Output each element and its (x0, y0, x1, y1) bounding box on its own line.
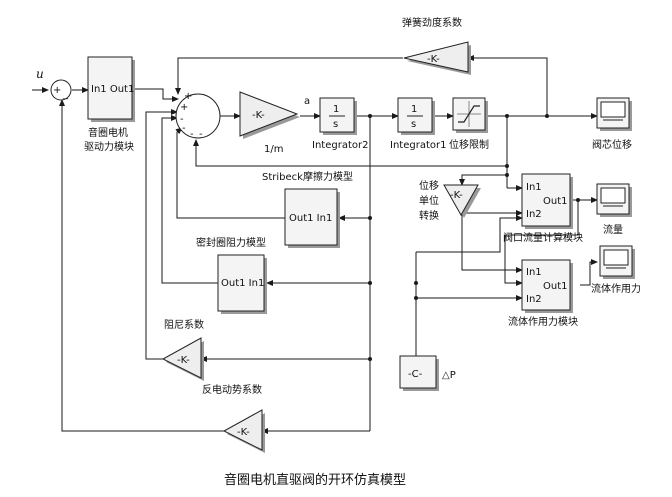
flow-force-in1: In1 (526, 267, 542, 278)
seal-resistance-block[interactable]: Out1 In1 (217, 254, 267, 314)
back-emf-gain-text: -K- (237, 427, 250, 438)
gain-inv-m-block[interactable]: -K- (239, 91, 300, 139)
seal-ports: Out1 In1 (221, 278, 264, 289)
gain-inv-m-text: -K- (252, 110, 265, 121)
sum1-minus-sign: _ (62, 89, 69, 100)
back-emf-gain-block[interactable]: -K- (222, 409, 265, 453)
flow-calc-in1: In1 (526, 182, 542, 193)
integrator1-block[interactable]: 1 s (397, 97, 435, 135)
sum2-sign-6: - (199, 129, 203, 140)
stribeck-friction-block[interactable]: Out1 In1 (284, 188, 340, 248)
drive-force-block[interactable]: In1 Out1 (87, 56, 135, 122)
unit-label-1: 位移 (419, 179, 439, 192)
signal-a-label: a (304, 96, 310, 107)
sum2-sign-2: + (180, 102, 188, 113)
back-emf-label: 反电动势系数 (202, 383, 262, 396)
integrator2-label: Integrator2 (312, 140, 368, 151)
integrator2-den: s (333, 119, 338, 130)
drive-label-1: 音圈电机 (88, 126, 128, 139)
scope-flow-block[interactable] (596, 183, 632, 217)
scope-flow-label: 流量 (603, 223, 623, 236)
damping-gain-text: -K- (177, 355, 190, 366)
integrator2-block[interactable]: 1 s (319, 97, 357, 135)
sum2-block[interactable]: + + - - - - (175, 91, 221, 140)
seal-label: 密封圈阻力模型 (196, 236, 266, 249)
sum2-sign-4: - (182, 123, 186, 134)
flow-force-label: 流体作用力模块 (508, 315, 578, 328)
unit-gain-text: -K- (450, 190, 463, 201)
flow-force-out1: Out1 (543, 281, 568, 292)
flow-calc-in2: In2 (526, 209, 542, 220)
sum2-sign-5: - (190, 129, 194, 140)
scope-spool-label: 阀芯位移 (592, 138, 632, 151)
drive-label-2: 驱动力模块 (84, 140, 134, 153)
signal-wires (32, 55, 598, 434)
integrator1-num: 1 (411, 104, 417, 115)
unit-label-3: 转换 (419, 209, 439, 222)
spring-label: 弹簧劲度系数 (402, 16, 462, 29)
stribeck-label: Stribeck摩擦力模型 (262, 170, 353, 183)
integrator1-den: s (411, 119, 416, 130)
constant-text: -C- (408, 369, 423, 380)
unit-label-2: 单位 (419, 194, 439, 207)
sum2-sign-3: - (180, 114, 184, 125)
gain-inv-m-label: 1/m (264, 144, 283, 155)
drive-ports: In1 Out1 (91, 84, 134, 95)
flow-force-block[interactable]: In1 Out1 In2 (521, 259, 573, 313)
sum1-block[interactable]: + _ (50, 79, 72, 101)
sum2-sign-1: + (184, 91, 192, 102)
scope-force-label: 流体作用力 (591, 282, 641, 295)
constant-label: △P (442, 370, 456, 381)
integrator2-num: 1 (333, 104, 339, 115)
saturation-block[interactable] (452, 97, 488, 133)
damping-label: 阻尼系数 (164, 318, 204, 331)
stribeck-ports: Out1 In1 (289, 213, 332, 224)
damping-gain-block[interactable]: -K- (161, 337, 204, 381)
flow-calc-out1: Out1 (543, 196, 568, 207)
integrator1-label: Integrator1 (390, 140, 446, 151)
flow-calc-label: 阀口流量计算模块 (503, 231, 583, 244)
scope-spool-block[interactable] (596, 97, 632, 131)
spring-gain-text: -K- (427, 54, 440, 65)
flow-calc-block[interactable]: In1 Out1 In2 (521, 173, 573, 229)
constant-block[interactable]: -C- (399, 355, 439, 391)
scope-force-block[interactable] (599, 245, 635, 279)
input-u-label: u (36, 67, 44, 81)
saturation-label: 位移限制 (449, 138, 489, 151)
sum1-plus-sign: + (53, 85, 61, 96)
unit-conversion-gain-block[interactable]: -K- (443, 184, 481, 218)
flow-force-in2: In2 (526, 294, 542, 305)
spring-gain-block[interactable]: -K- (403, 41, 471, 75)
figure-caption: 音圈电机直驱阀的开环仿真模型 (224, 472, 406, 488)
